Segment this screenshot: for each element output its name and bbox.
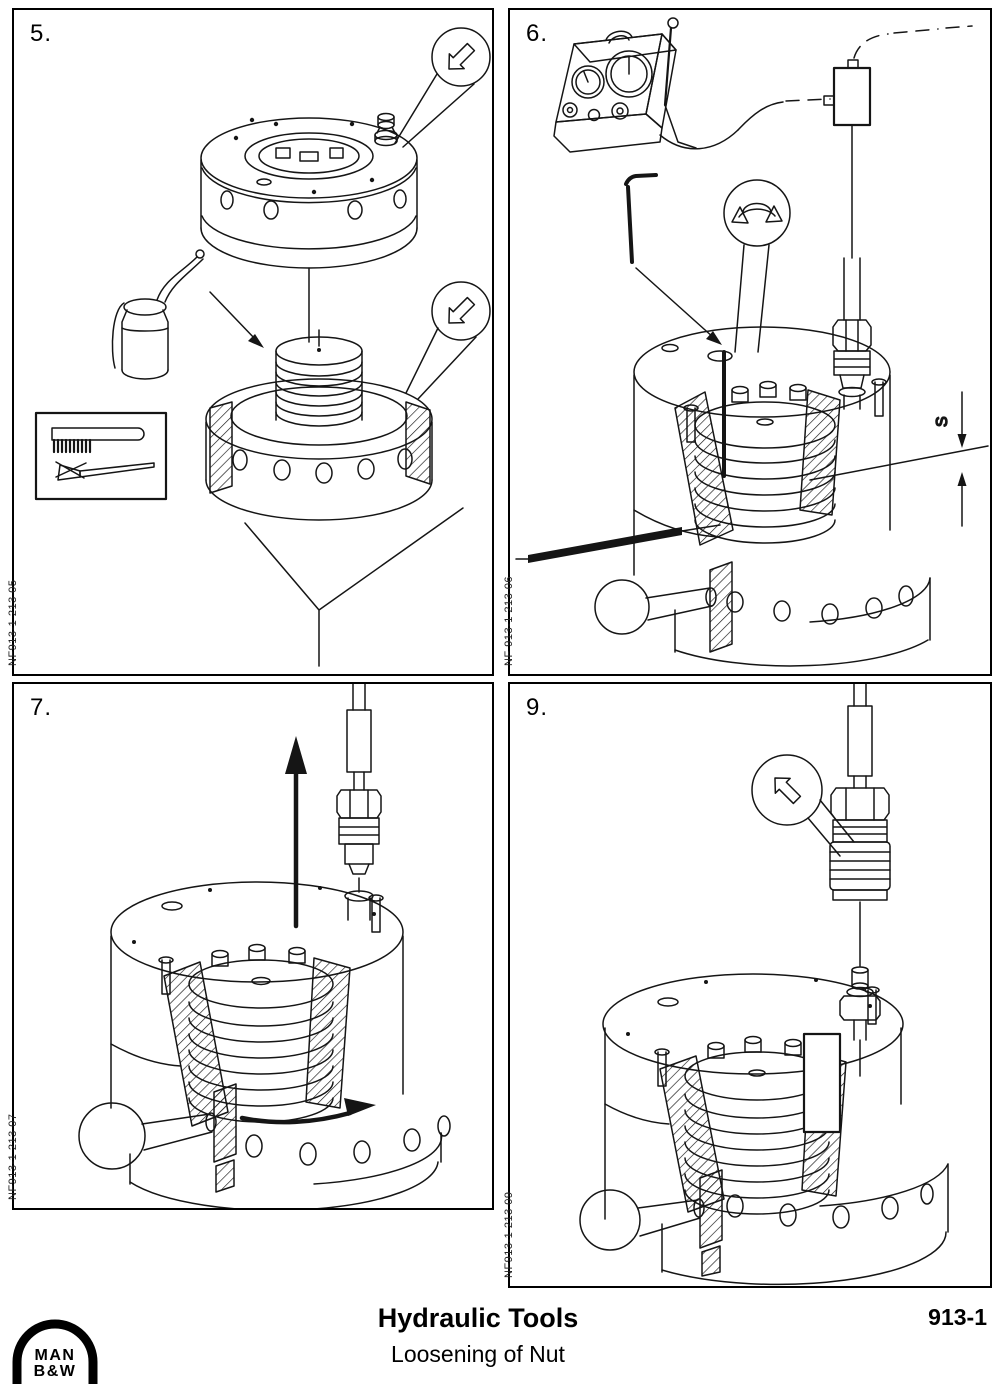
hose-quick-coupling [829,684,891,901]
ground-lines [244,507,464,667]
side-key-right [405,401,431,485]
wire-brush-bristles [52,438,92,454]
round-nut [661,1163,949,1286]
figure-id-label: NF913-1 213 09 [503,1191,515,1279]
connection-nipple [839,966,881,1077]
section-number: 913-1 [928,1304,987,1330]
oil-can [111,249,205,380]
tommy-bar [78,1102,217,1170]
valve-knob [587,108,601,122]
apply-oil-arrow [209,291,264,348]
turn-direction-balloon [723,179,791,353]
press-direction-balloon-bottom [405,281,491,400]
scraper-shaft [79,462,155,478]
piston-lift-arrow [285,736,307,929]
lock-plate [802,1032,842,1134]
arrow-down-left-icon [448,42,476,70]
logo-text-line2: B&W [34,1363,77,1380]
carry-handle [605,30,633,44]
figure-step-5-drawing [34,27,491,667]
socket-screws [211,943,306,967]
figure-id-label: NF913-1 213 05 [7,579,19,667]
figure-panel-step-7: 7. NF913-1 213 07 [7,682,494,1210]
hydraulic-pump-unit [553,17,784,153]
cleaning-tools-box [34,411,168,501]
round-nut-on-stud [205,329,433,521]
tommy-bar [579,1189,705,1251]
figure-step-9-drawing [579,684,949,1286]
hose-connected [336,684,382,921]
top-face-marks [233,117,375,195]
figure-id-label: NF 913-1 213 06 [503,575,515,666]
round-nut [674,561,931,667]
pump-lever-knob [667,17,679,29]
jack-cross-section [602,973,904,1220]
step-number: 9. [526,694,549,721]
valve-knob [562,102,578,118]
tommy-bar [594,579,717,635]
logo-text-line1: MAN [35,1347,76,1364]
figure-panel-step-6: 6. NF 913-1 213 06 [503,8,992,676]
jack-cross-section [633,326,891,576]
socket-screws [731,380,807,403]
retaining-screw-right [871,378,887,417]
retaining-screw-right [368,894,384,933]
arrow-up-left-icon [774,777,802,805]
figure-panel-step-5: 5. NF913-1 213 05 [7,8,494,676]
figure-step-6-drawing: S [515,17,989,667]
disconnect-direction-balloon [751,754,855,857]
step-number: 5. [30,20,53,47]
hex-key [624,173,722,345]
figure-step-7-drawing [78,684,451,1208]
page-subtitle: Loosening of Nut [391,1341,565,1367]
pressure-gauge-small [571,65,605,99]
dimension-s-label: S [934,416,951,427]
distributor-block [823,25,973,259]
step-number: 7. [30,694,53,721]
wire-brush-handle [51,427,145,441]
retaining-screw-right [864,986,880,1025]
valve-knob [611,102,629,120]
hydraulic-jack-body [200,117,418,269]
round-nut [129,1083,451,1208]
feeler-gauge [515,524,721,563]
figure-id-label: NF913-1 213 07 [7,1113,19,1201]
figure-panel-step-9: 9. NF913-1 213 09 [503,682,992,1288]
side-key-left [209,401,233,494]
high-pressure-hose-coupling [832,257,872,410]
jack-cross-section [110,881,404,1127]
turn-nut-arrow [239,1098,376,1125]
press-direction-balloon-top [394,27,491,148]
arrow-down-left-icon [448,296,476,324]
retaining-screw-left [654,1048,670,1087]
man-bw-logo: MAN B&W [12,1319,98,1384]
pressure-gauge-large [605,50,653,98]
page-title: Hydraulic Tools [377,1303,579,1333]
step-number: 6. [526,20,549,47]
rotate-both-ways-icon [731,202,783,224]
hose-dashed [785,98,831,102]
dimension-s: S [809,391,989,527]
